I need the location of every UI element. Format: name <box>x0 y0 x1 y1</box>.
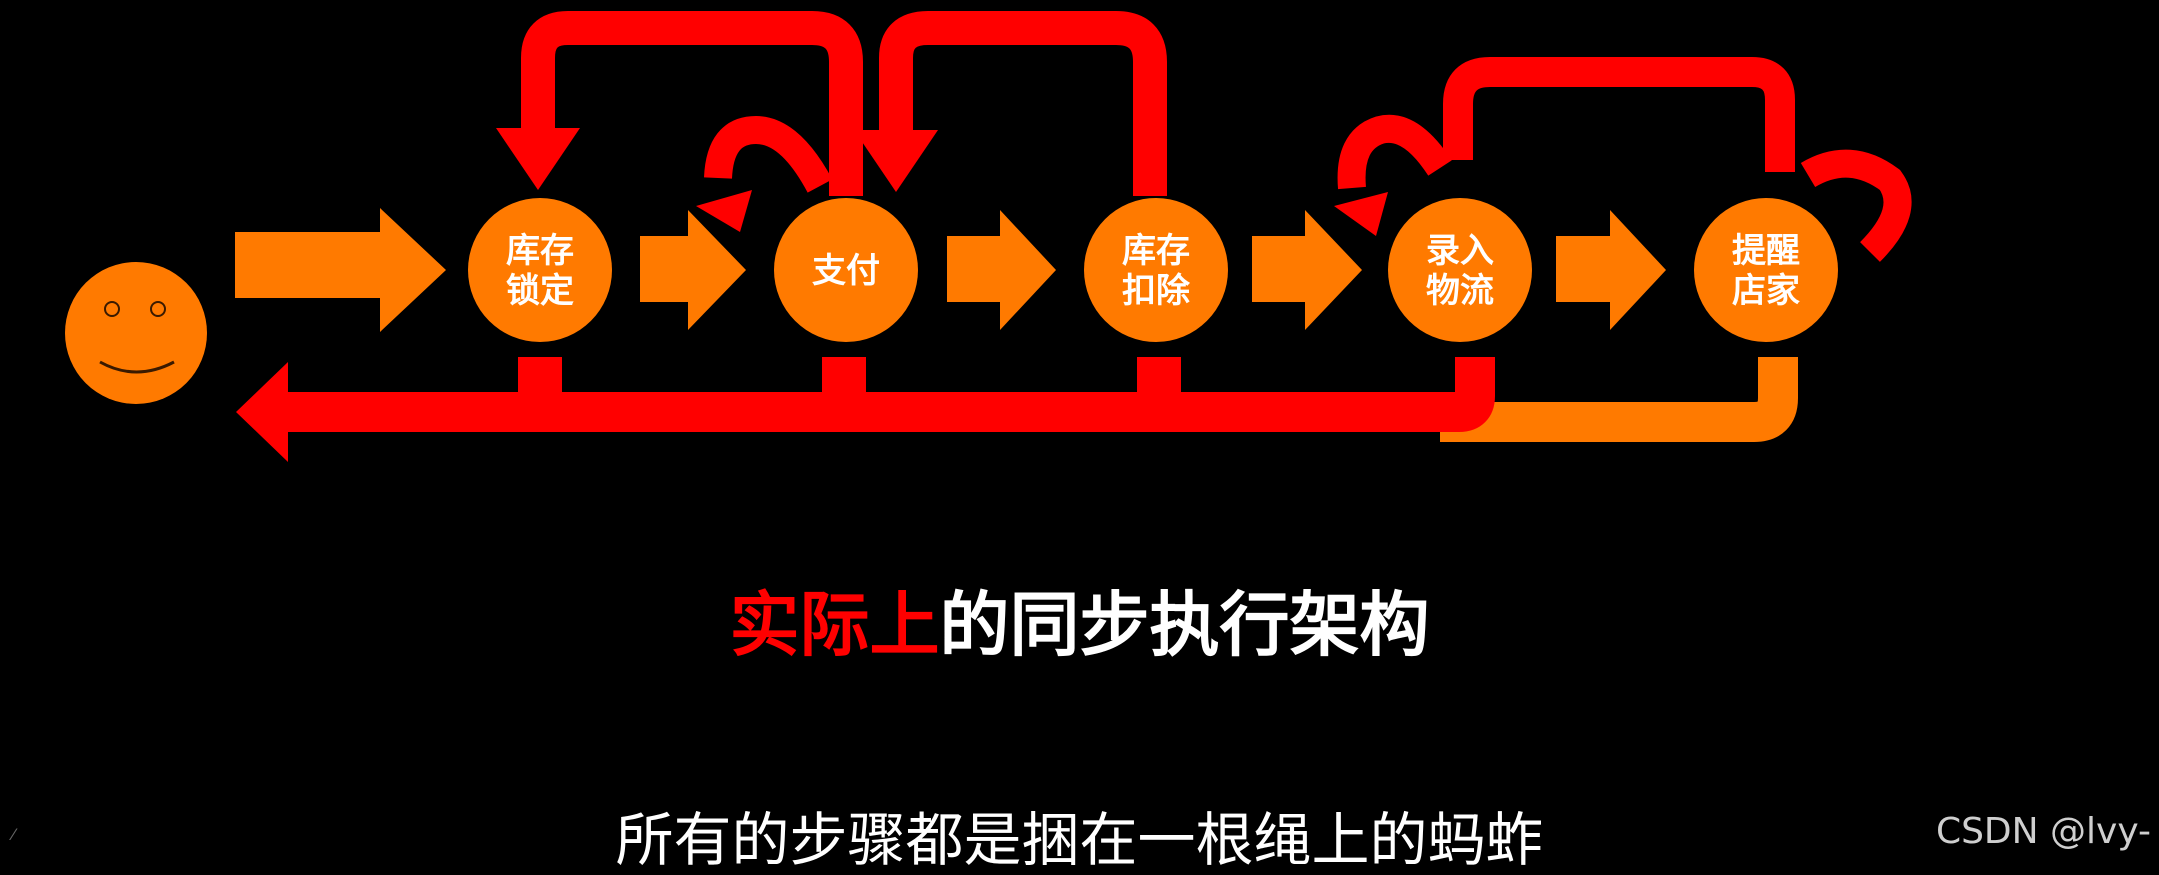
title-highlight: 实际上 <box>729 584 940 666</box>
smiley-left-eye <box>104 301 120 317</box>
node-logistics-label-line2: 物流 <box>1426 271 1494 311</box>
retry-loop-pay <box>704 115 833 193</box>
feedback-loop-deduct-to-pay <box>879 11 1167 196</box>
node-logistics-circle <box>1388 198 1532 342</box>
slide-title: 实际上的同步执行架构 <box>0 585 2159 665</box>
return-line <box>280 357 1495 432</box>
return-drop-pay <box>822 357 866 397</box>
feedback-loop-deduct-to-pay-head <box>854 130 938 192</box>
node-logistics: 录入 物流 <box>1388 198 1532 342</box>
flow-arrow-pay-to-deduct <box>947 210 1056 330</box>
flow-arrow-logistics-to-notify <box>1556 210 1666 330</box>
node-notify-shop-circle <box>1694 198 1838 342</box>
retry-loop-logistics <box>1337 114 1452 190</box>
retry-loop-pay-head <box>696 190 752 232</box>
node-inventory-lock-circle <box>468 198 612 342</box>
node-inventory-lock: 库存 锁定 <box>468 198 612 342</box>
node-inventory-lock-label-line1: 库存 <box>506 231 574 271</box>
return-arrowhead <box>236 362 288 462</box>
node-inventory-deduct: 库存 扣除 <box>1084 198 1228 342</box>
smiley-right-eye <box>150 301 166 317</box>
node-inventory-deduct-label-line1: 库存 <box>1122 231 1190 271</box>
node-inventory-lock-label-line2: 锁定 <box>506 271 574 311</box>
csdn-watermark: CSDN @lvy- <box>1935 811 2151 852</box>
retry-loop-logistics-head <box>1334 192 1388 236</box>
node-notify-shop: 提醒 店家 <box>1694 198 1838 342</box>
feedback-loop-pay-to-lock <box>521 11 863 196</box>
node-payment-label: 支付 <box>812 251 880 291</box>
node-logistics-label-line1: 录入 <box>1426 231 1494 271</box>
node-payment: 支付 <box>774 198 918 342</box>
feedback-loop-pay-to-lock-head <box>496 128 580 190</box>
node-inventory-deduct-label-line2: 扣除 <box>1122 271 1191 311</box>
smiley-mouth <box>99 360 175 374</box>
return-drop-deduct <box>1137 357 1181 397</box>
user-smiley-icon <box>65 262 207 404</box>
corner-mark: ⁄ <box>12 825 15 844</box>
flow-arrow-deduct-to-logistics <box>1252 210 1362 330</box>
flow-arrow-user-to-lock <box>235 208 446 332</box>
node-inventory-deduct-circle <box>1084 198 1228 342</box>
feedback-loop-notify-to-logistics <box>1443 57 1795 172</box>
title-rest: 的同步执行架构 <box>939 584 1430 666</box>
node-payment-circle <box>774 198 918 342</box>
retry-loop-notify <box>1800 149 1912 262</box>
node-notify-shop-label-line2: 店家 <box>1732 271 1800 311</box>
return-path-notify <box>1440 357 1798 442</box>
smiley-face <box>65 262 207 404</box>
video-subtitle: 所有的步骤都是捆在一根绳上的蚂蚱 <box>615 806 1544 874</box>
return-drop-lock <box>518 357 562 397</box>
node-notify-shop-label-line1: 提醒 <box>1732 231 1800 271</box>
return-path-red <box>236 357 1495 462</box>
flow-arrow-lock-to-pay <box>640 210 746 330</box>
